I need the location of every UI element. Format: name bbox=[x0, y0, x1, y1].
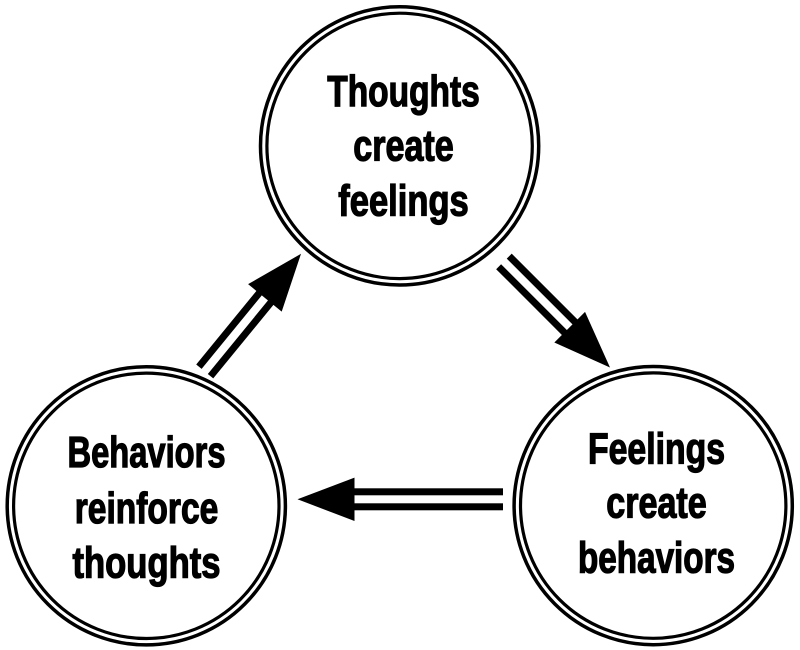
svg-text:behaviors: behaviors bbox=[578, 535, 735, 583]
svg-text:Thoughts: Thoughts bbox=[327, 68, 480, 116]
svg-text:create: create bbox=[353, 122, 454, 170]
svg-text:Feelings: Feelings bbox=[588, 425, 725, 473]
svg-text:feelings: feelings bbox=[338, 177, 469, 225]
svg-text:thoughts: thoughts bbox=[73, 539, 221, 587]
svg-text:reinforce: reinforce bbox=[75, 485, 219, 533]
svg-text:Behaviors: Behaviors bbox=[68, 429, 226, 477]
svg-text:create: create bbox=[606, 479, 707, 527]
